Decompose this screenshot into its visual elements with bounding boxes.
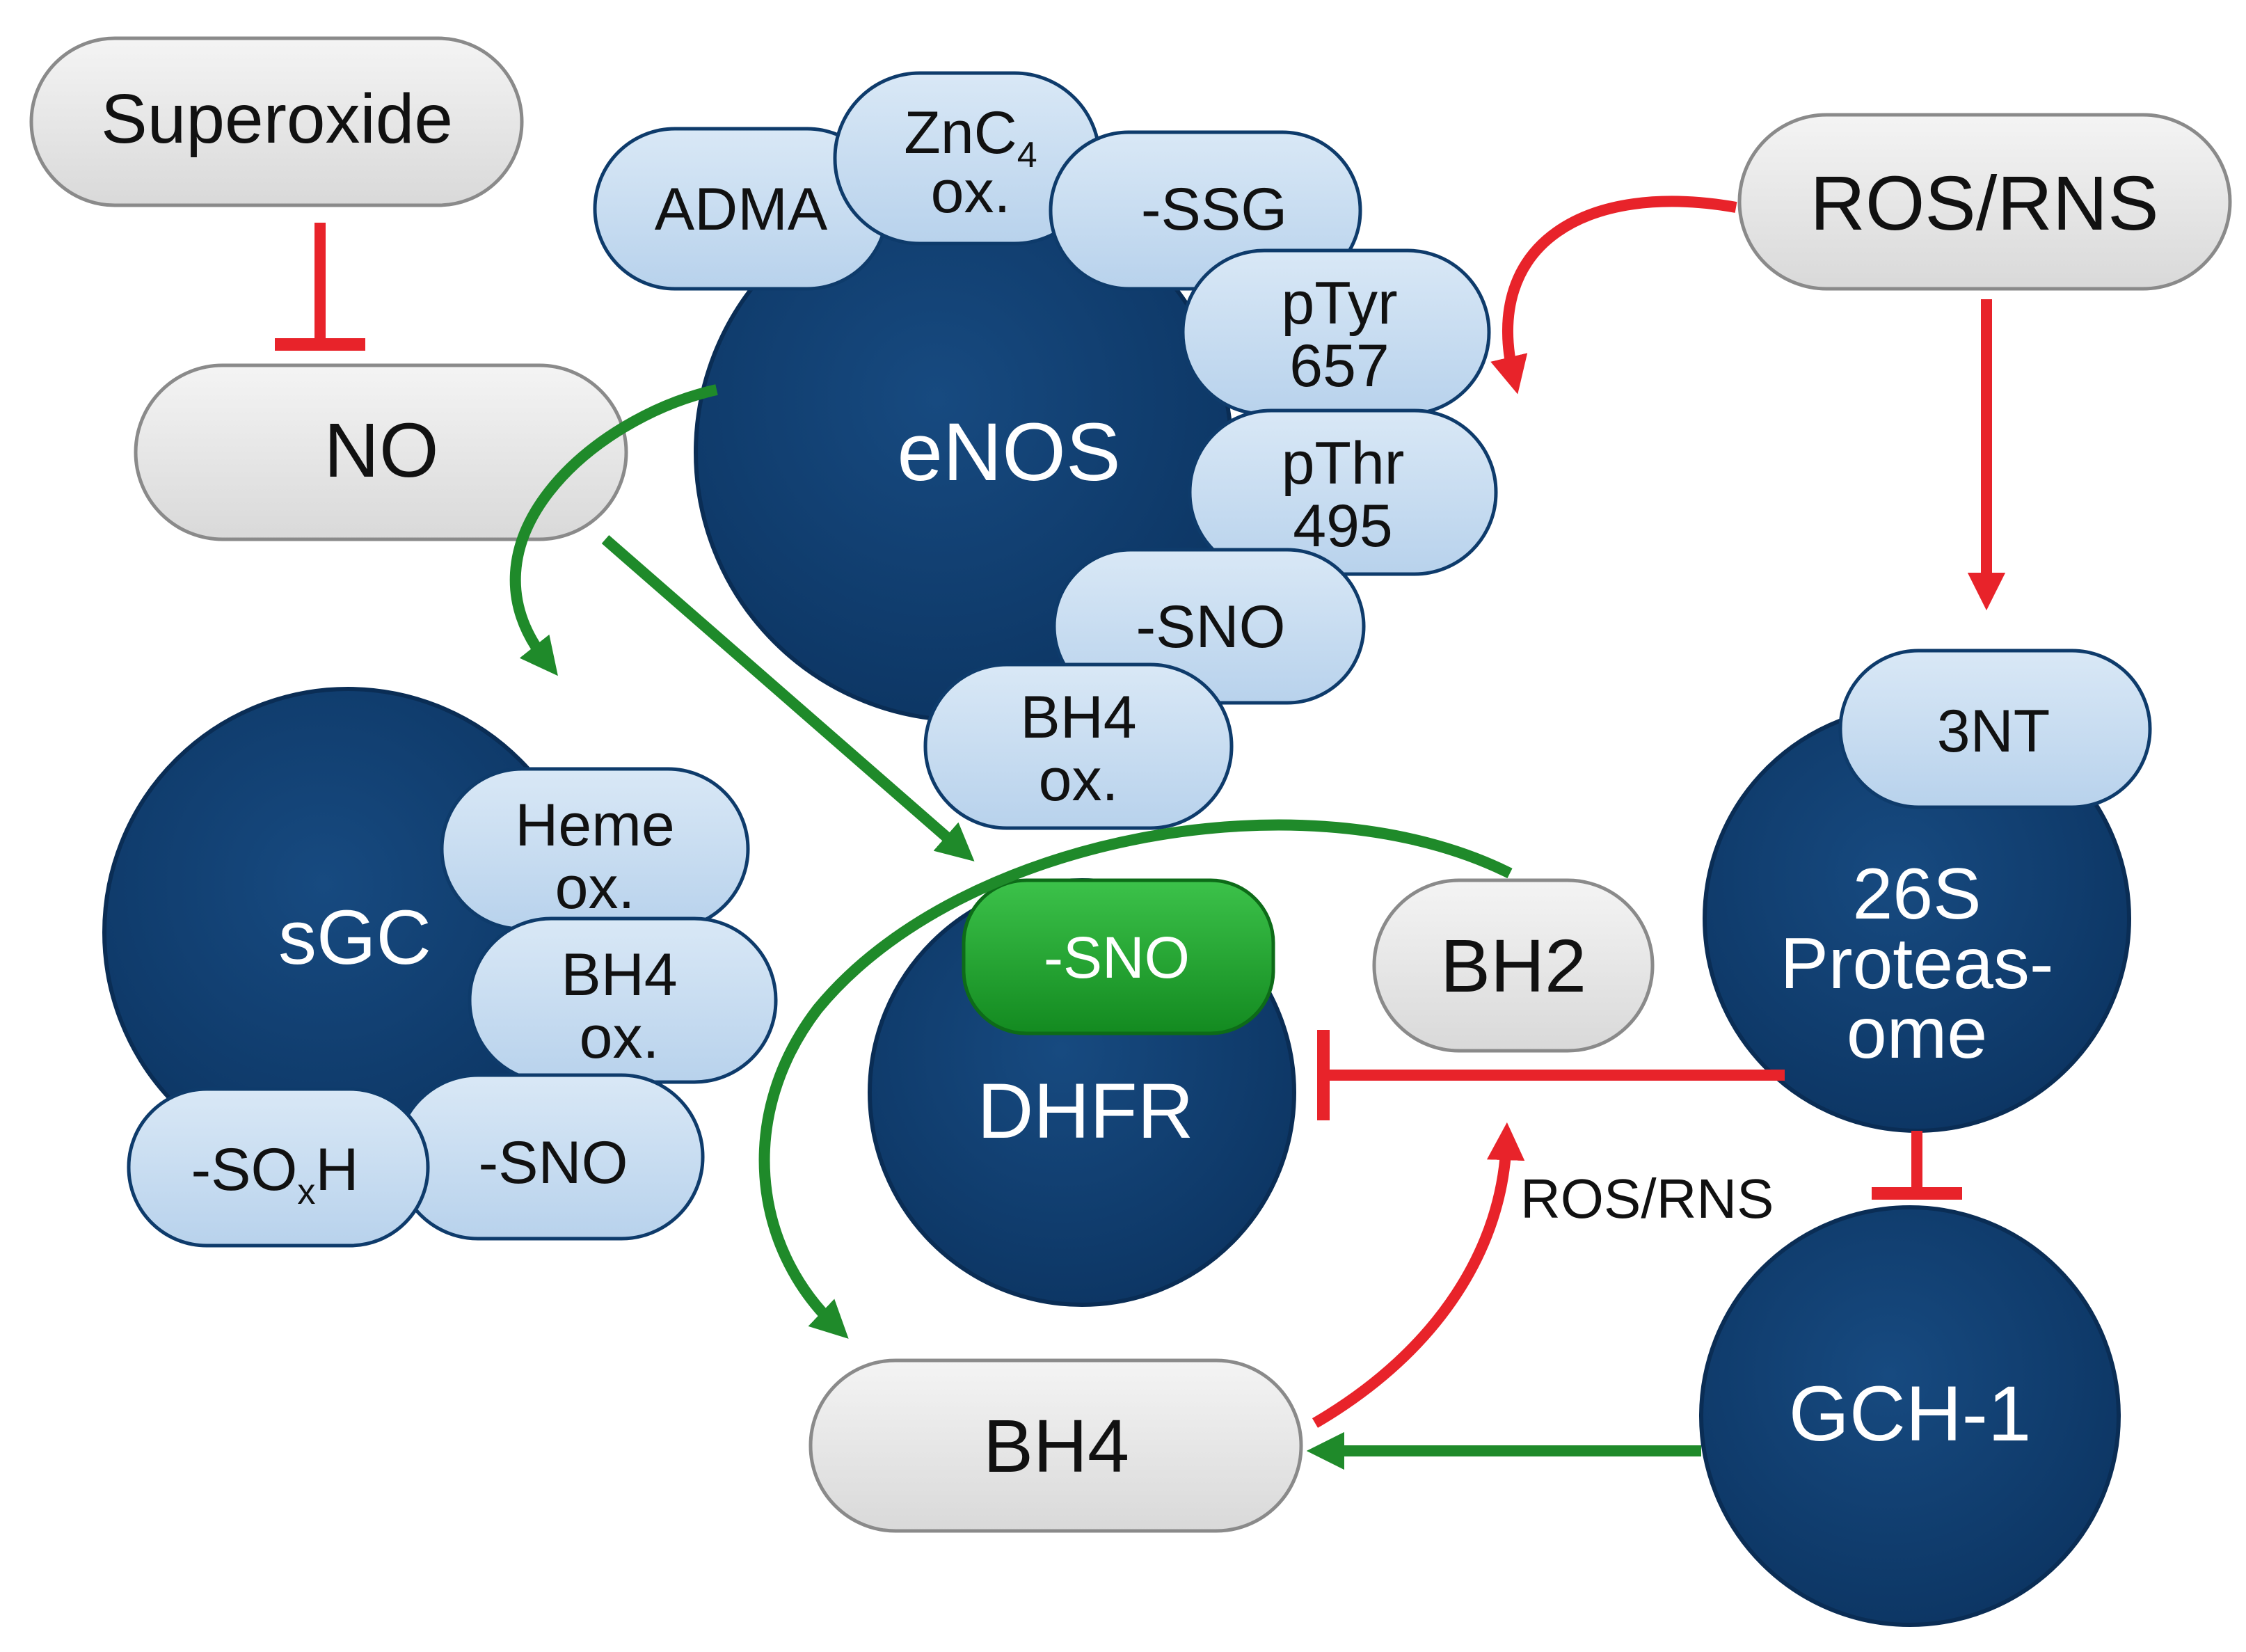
molecule-ros-rns-label: ROS/RNS bbox=[1810, 161, 2158, 246]
sgc-mod-soxh: -SOxH bbox=[127, 1087, 430, 1248]
gch1-body bbox=[1699, 1205, 2121, 1627]
enos-mod-pthr-line2: 495 bbox=[1293, 493, 1393, 559]
enos-mod-znc4: ZnC4 ox. bbox=[833, 71, 1101, 246]
enos-mod-ptyr: pTyr 657 bbox=[1181, 248, 1491, 416]
edge-proteasome-inhibits-dhfr bbox=[1317, 1030, 1785, 1120]
enos-mod-znc4-label: ZnC4 bbox=[904, 100, 1037, 175]
proteasome-label-line2: Proteas- bbox=[1780, 923, 2053, 1004]
sgc-mod-heme: Heme ox. bbox=[440, 767, 750, 931]
molecule-ros-rns: ROS/RNS bbox=[1737, 113, 2232, 291]
sgc-mod-heme-line2: ox. bbox=[555, 855, 635, 921]
molecule-no: NO bbox=[134, 363, 628, 541]
gch1-label: GCH-1 bbox=[1789, 1370, 2031, 1457]
enos-mod-adma: ADMA bbox=[593, 127, 889, 291]
molecule-superoxide-label: Superoxide bbox=[101, 80, 453, 158]
enos-mod-sno-label: -SNO bbox=[1136, 594, 1286, 660]
molecule-bh4-label: BH4 bbox=[983, 1404, 1129, 1488]
sgc-mod-soxh-label: -SOxH bbox=[191, 1136, 358, 1212]
molecule-bh2: BH2 bbox=[1372, 878, 1655, 1053]
enos-mod-znc4-line2: ox. bbox=[931, 159, 1011, 225]
enos-mod-ptyr-line1: pTyr bbox=[1281, 270, 1397, 337]
sgc-mod-sno: -SNO bbox=[395, 1073, 705, 1241]
enos-mod-ptyr-line2: 657 bbox=[1289, 333, 1389, 399]
enos-label: eNOS bbox=[897, 406, 1120, 498]
molecule-bh2-label: BH2 bbox=[1440, 923, 1586, 1008]
edge-ros-rns-label: ROS/RNS bbox=[1520, 1168, 1774, 1230]
dhfr-mod-sno: -SNO bbox=[962, 878, 1275, 1035]
proteasome-label-line3: ome bbox=[1847, 993, 1987, 1074]
edge-ros-rns-to-enos bbox=[1490, 196, 1737, 395]
proteasome-mod-3nt-label: 3NT bbox=[1937, 698, 2050, 765]
enos-mod-pthr-line1: pThr bbox=[1282, 430, 1405, 497]
dhfr-mod-sno-label: -SNO bbox=[1044, 925, 1190, 990]
sgc-mod-bh4-line2: ox. bbox=[580, 1004, 660, 1071]
sgc-label: sGC bbox=[278, 895, 431, 980]
sgc-mod-bh4: BH4 ox. bbox=[468, 916, 778, 1084]
molecule-superoxide: Superoxide bbox=[29, 36, 524, 207]
molecule-no-label: NO bbox=[324, 408, 439, 493]
edge-proteasome-inhibits-gch1 bbox=[1872, 1131, 1962, 1200]
edge-bh2-to-bh4-dhfr bbox=[758, 819, 1513, 1339]
proteasome-label-line1: 26S bbox=[1852, 854, 1981, 935]
molecule-bh4: BH4 bbox=[809, 1358, 1303, 1533]
enos-mod-bh4: BH4 ox. bbox=[923, 662, 1234, 830]
enos-mod-bh4-line1: BH4 bbox=[1020, 684, 1136, 751]
dhfr-label: DHFR bbox=[977, 1067, 1193, 1154]
sgc-mod-sno-label: -SNO bbox=[479, 1129, 628, 1196]
edge-bh4-to-bh2-ros-rns bbox=[1312, 1122, 1525, 1428]
edge-superoxide-inhibits-no bbox=[275, 223, 365, 351]
enos-mod-ssg-label: -SSG bbox=[1141, 176, 1287, 243]
edge-no-to-dhfr bbox=[601, 534, 975, 861]
enos-mod-bh4-line2: ox. bbox=[1039, 747, 1119, 813]
sgc-mod-heme-line1: Heme bbox=[515, 792, 674, 859]
edge-enos-to-sgc bbox=[509, 384, 718, 676]
sgc-mod-bh4-line1: BH4 bbox=[561, 942, 677, 1008]
enos-mod-adma-label: ADMA bbox=[655, 176, 828, 243]
proteasome-mod-3nt: 3NT bbox=[1838, 649, 2152, 809]
